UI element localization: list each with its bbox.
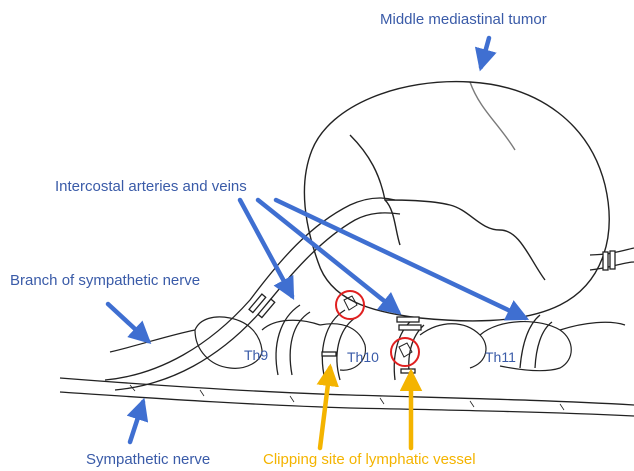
arrow-intercostal-1	[240, 200, 292, 296]
label-intercostal: Intercostal arteries and veins	[55, 178, 247, 196]
arrow-branch-nerve	[108, 304, 148, 341]
arrow-sympathetic	[130, 402, 143, 442]
label-sympathetic-nerve: Sympathetic nerve	[86, 451, 210, 469]
label-clipping-site: Clipping site of lymphatic vessel	[263, 451, 476, 469]
arrow-tumor	[481, 38, 489, 67]
label-branch-nerve: Branch of sympathetic nerve	[10, 272, 200, 290]
label-tumor: Middle mediastinal tumor	[380, 11, 547, 29]
sympathetic-nerve	[60, 378, 634, 416]
label-th10: Th10	[347, 348, 379, 366]
label-th9: Th9	[244, 346, 268, 364]
label-th11: Th11	[485, 348, 516, 366]
